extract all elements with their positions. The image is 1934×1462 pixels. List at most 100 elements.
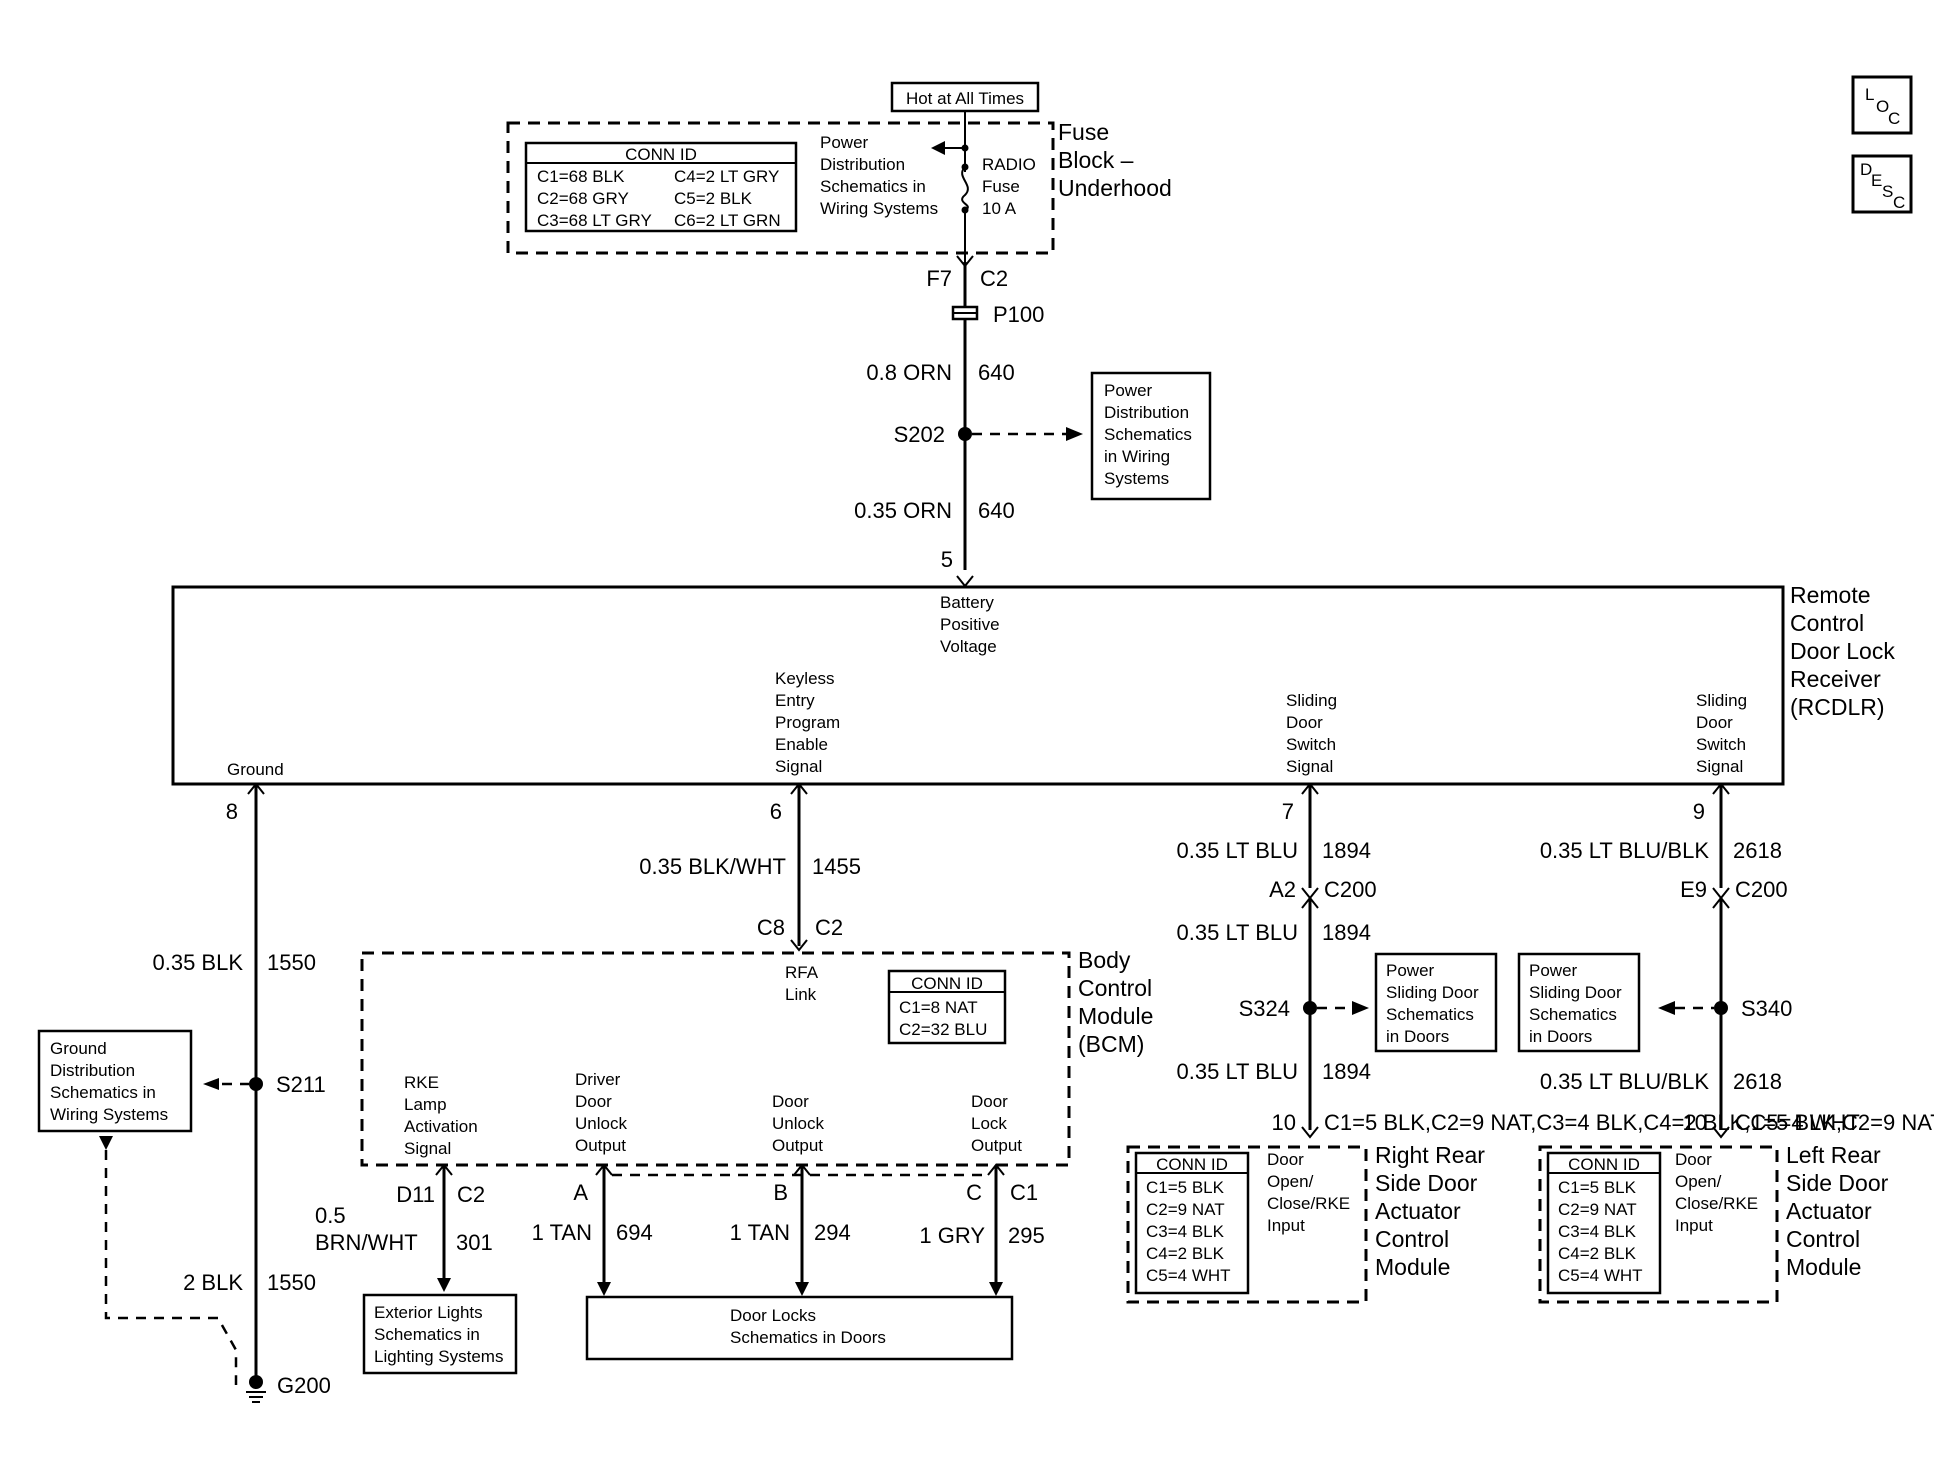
svg-text:Right Rear: Right Rear <box>1375 1142 1485 1168</box>
svg-text:C1: C1 <box>1010 1180 1038 1205</box>
svg-text:Control: Control <box>1078 975 1152 1001</box>
ground-dist-ref[interactable]: Ground Distribution Schematics in Wiring… <box>37 1029 193 1133</box>
svg-text:Remote: Remote <box>1790 582 1871 608</box>
svg-text:Control: Control <box>1790 610 1864 636</box>
right-rear-actuator-module: CONN ID C1=5 BLK C2=9 NAT C3=4 BLK C4=2 … <box>1126 1142 1485 1304</box>
s340-sliding-door-ref[interactable]: Power Sliding Door Schematics in Doors <box>1517 952 1641 1053</box>
svg-text:S202: S202 <box>894 422 945 447</box>
svg-text:C5=4 WHT: C5=4 WHT <box>1558 1266 1643 1285</box>
bcm-output-c: C C1 1 GRY 295 <box>919 1163 1045 1296</box>
svg-text:Exterior Lights: Exterior Lights <box>374 1303 483 1322</box>
svg-text:C200: C200 <box>1735 877 1788 902</box>
svg-text:640: 640 <box>978 360 1015 385</box>
svg-text:Signal: Signal <box>1696 757 1743 776</box>
svg-text:Activation: Activation <box>404 1117 478 1136</box>
left-pin-10-c2: 10 C1=5 BLK,C2=9 NAT,C3=4 BLK,C4=2 BLK,C… <box>1683 1110 1934 1139</box>
svg-text:Side Door: Side Door <box>1375 1170 1478 1196</box>
svg-text:C2=9 NAT: C2=9 NAT <box>1146 1200 1225 1219</box>
location-icon[interactable]: L O C <box>1851 75 1913 135</box>
keyless-entry-label: Keyless Entry Program Enable Signal <box>775 669 840 776</box>
svg-text:Unlock: Unlock <box>772 1114 824 1133</box>
svg-text:Entry: Entry <box>775 691 815 710</box>
svg-text:C2=68 GRY: C2=68 GRY <box>537 189 629 208</box>
svg-text:Block –: Block – <box>1058 147 1134 173</box>
svg-text:C2=9 NAT: C2=9 NAT <box>1558 1200 1637 1219</box>
svg-text:O: O <box>1876 97 1889 116</box>
svg-text:C1=5 BLK,C2=9 NAT,C3=4 BLK,C4=: C1=5 BLK,C2=9 NAT,C3=4 BLK,C4=2 BLK,C5=4… <box>1324 1110 1860 1135</box>
svg-text:1 TAN: 1 TAN <box>532 1220 592 1245</box>
rfa-link-label: RFA Link <box>785 963 819 1004</box>
svg-text:Sliding Door: Sliding Door <box>1386 983 1479 1002</box>
fuse-block-conn-id-table: CONN ID C1=68 BLK C2=68 GRY C3=68 LT GRY… <box>524 141 798 233</box>
svg-text:Door: Door <box>971 1092 1008 1111</box>
svg-text:Module: Module <box>1786 1254 1861 1280</box>
svg-text:E: E <box>1871 171 1882 190</box>
svg-text:C: C <box>1893 193 1905 212</box>
svg-text:Signal: Signal <box>775 757 822 776</box>
svg-text:Fuse: Fuse <box>982 177 1020 196</box>
svg-text:0.35 LT BLU: 0.35 LT BLU <box>1177 838 1298 863</box>
svg-text:2 BLK: 2 BLK <box>183 1270 243 1295</box>
bcm-output-b: B 1 TAN 294 <box>730 1163 851 1296</box>
svg-text:2618: 2618 <box>1733 1069 1782 1094</box>
description-icon[interactable]: D E S C <box>1851 154 1913 214</box>
svg-text:C3=4 BLK: C3=4 BLK <box>1146 1222 1225 1241</box>
svg-text:C6=2 LT GRN: C6=2 LT GRN <box>674 211 781 230</box>
wire-1894-c-label: 0.35 LT BLU 1894 <box>1177 1059 1371 1084</box>
svg-text:Open/: Open/ <box>1675 1172 1722 1191</box>
svg-text:C4=2 LT GRY: C4=2 LT GRY <box>674 167 779 186</box>
svg-text:C2: C2 <box>815 915 843 940</box>
fuse-block-name: Fuse Block – Underhood <box>1058 119 1172 201</box>
svg-text:8: 8 <box>226 799 238 824</box>
wire-2618-a-label: 0.35 LT BLU/BLK 2618 <box>1540 838 1782 863</box>
svg-text:Door: Door <box>772 1092 809 1111</box>
svg-text:0.35 LT BLU/BLK: 0.35 LT BLU/BLK <box>1540 1069 1710 1094</box>
svg-text:Power: Power <box>1529 961 1578 980</box>
svg-text:10 A: 10 A <box>982 199 1017 218</box>
svg-text:C1=5 BLK: C1=5 BLK <box>1558 1178 1637 1197</box>
exterior-lights-ref[interactable]: Exterior Lights Schematics in Lighting S… <box>362 1293 518 1375</box>
door-unlock-output-label: Door Unlock Output <box>772 1092 824 1155</box>
svg-text:(BCM): (BCM) <box>1078 1031 1144 1057</box>
svg-text:G200: G200 <box>277 1373 331 1398</box>
svg-text:Control: Control <box>1786 1226 1860 1252</box>
rcdlr-pin-8: 8 <box>226 782 265 824</box>
svg-text:Lighting Systems: Lighting Systems <box>374 1347 503 1366</box>
svg-text:C200: C200 <box>1324 877 1377 902</box>
door-locks-ref[interactable]: Door Locks Schematics in Doors <box>585 1295 1014 1361</box>
svg-text:0.35 LT BLU: 0.35 LT BLU <box>1177 920 1298 945</box>
svg-text:Systems: Systems <box>1104 469 1169 488</box>
svg-text:Unlock: Unlock <box>575 1114 627 1133</box>
svg-text:Switch: Switch <box>1286 735 1336 754</box>
svg-text:RADIO: RADIO <box>982 155 1036 174</box>
svg-text:Enable: Enable <box>775 735 828 754</box>
svg-text:Output: Output <box>575 1136 626 1155</box>
wire-640-top-label: 0.8 ORN 640 <box>866 360 1014 385</box>
svg-text:0.35 ORN: 0.35 ORN <box>854 498 952 523</box>
svg-text:CONN ID: CONN ID <box>1568 1155 1640 1174</box>
hot-at-all-times-label: Hot at All Times <box>890 81 1040 113</box>
svg-text:D: D <box>1860 160 1872 179</box>
wire-1894-b-label: 0.35 LT BLU 1894 <box>1177 920 1371 945</box>
svg-text:Door: Door <box>1286 713 1323 732</box>
door-lock-output-label: Door Lock Output <box>971 1092 1022 1155</box>
svg-text:1894: 1894 <box>1322 1059 1371 1084</box>
svg-text:in Doors: in Doors <box>1529 1027 1592 1046</box>
s202-power-dist-ref[interactable]: Power Distribution Schematics in Wiring … <box>1090 371 1212 501</box>
svg-text:S340: S340 <box>1741 996 1792 1021</box>
svg-text:Open/: Open/ <box>1267 1172 1314 1191</box>
svg-text:CONN ID: CONN ID <box>625 145 697 164</box>
svg-text:1894: 1894 <box>1322 838 1371 863</box>
s324-sliding-door-ref[interactable]: Power Sliding Door Schematics in Doors <box>1374 952 1498 1053</box>
svg-text:C5=2 BLK: C5=2 BLK <box>674 189 753 208</box>
svg-text:Voltage: Voltage <box>940 637 997 656</box>
svg-text:294: 294 <box>814 1220 851 1245</box>
svg-text:Battery: Battery <box>940 593 994 612</box>
svg-text:Program: Program <box>775 713 840 732</box>
svg-text:Fuse: Fuse <box>1058 119 1109 145</box>
left-rear-module-name: Left Rear Side Door Actuator Control Mod… <box>1786 1142 1889 1280</box>
svg-text:Door Lock: Door Lock <box>1790 638 1895 664</box>
svg-text:C5=4 WHT: C5=4 WHT <box>1146 1266 1231 1285</box>
svg-text:0.35 BLK: 0.35 BLK <box>152 950 243 975</box>
